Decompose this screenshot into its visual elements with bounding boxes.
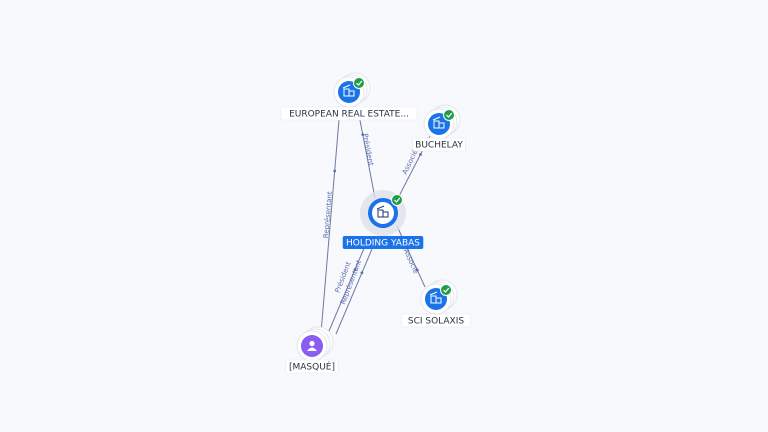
building-icon: [432, 116, 445, 129]
verified-check-icon: [443, 109, 455, 121]
label-bg: [401, 313, 471, 328]
node-label-box: SCI SOLAXIS: [401, 313, 471, 328]
node-label: [MASQUÉ]: [289, 361, 335, 373]
label-bg: [285, 359, 339, 374]
edge-arrow: [333, 169, 337, 173]
verified-check-icon: [440, 284, 452, 296]
node-solaxis[interactable]: SCI SOLAXIS: [401, 279, 471, 328]
edge-arrow: [415, 268, 419, 272]
node-label-box: BUCHELAY: [412, 137, 466, 152]
edge-line: [320, 107, 341, 334]
building-icon: [342, 84, 355, 97]
person-icon: [307, 340, 317, 351]
edge-line: [328, 245, 366, 332]
node-label-box: [MASQUÉ]: [285, 359, 339, 374]
edge-arrow: [360, 271, 364, 275]
building-icon: [376, 205, 389, 218]
edge-masque-european: Représentant: [320, 107, 341, 334]
node-label: EUROPEAN REAL ESTATE...: [289, 110, 409, 120]
label-bg: [342, 236, 424, 249]
verified-check-icon: [391, 194, 403, 206]
node-masque[interactable]: [MASQUÉ]: [285, 326, 339, 374]
node-label: HOLDING YABAS: [346, 239, 420, 249]
edge-arrow: [361, 133, 365, 137]
edge-label: Représentant: [322, 191, 334, 239]
verified-check-icon: [353, 77, 365, 89]
edge-label: Président: [361, 133, 375, 167]
edge-arrow: [353, 268, 357, 272]
edge-line: [335, 248, 373, 335]
node-label-box: EUROPEAN REAL ESTATE...: [280, 106, 418, 121]
node-holding[interactable]: HOLDING YABAS: [342, 190, 424, 249]
building-icon: [429, 291, 442, 304]
node-label: BUCHELAY: [415, 141, 463, 151]
edge-arrow: [419, 153, 422, 156]
label-bg: [280, 106, 418, 121]
node-buchelay[interactable]: BUCHELAY: [412, 104, 466, 152]
nodes-layer: EUROPEAN REAL ESTATE... BUCHELAY HOLDING Y…: [280, 72, 471, 374]
node-label-box: HOLDING YABAS: [342, 236, 424, 249]
label-bg: [412, 137, 466, 152]
edge-holding-european: Président: [357, 109, 376, 199]
edge-holding-solaxis: Associé: [396, 225, 426, 288]
node-european[interactable]: EUROPEAN REAL ESTATE...: [280, 72, 418, 121]
node-label: SCI SOLAXIS: [408, 317, 465, 327]
edge-line: [357, 109, 376, 199]
